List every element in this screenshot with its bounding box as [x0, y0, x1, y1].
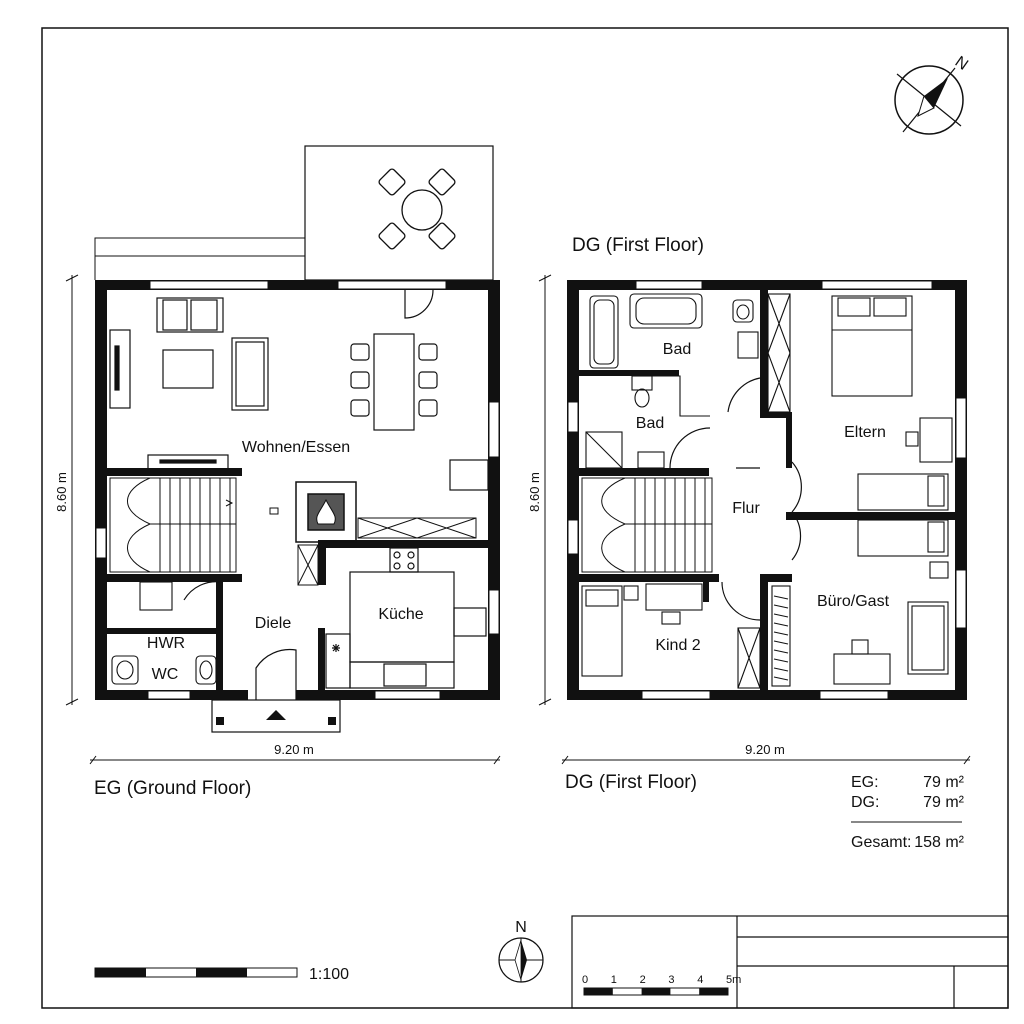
area-dg-value: 79 m² [923, 794, 965, 811]
hanger [773, 667, 789, 672]
title-block [571, 915, 1009, 1009]
kitchen-fittings [325, 547, 487, 689]
first-floor-walls [567, 280, 967, 700]
wardrobe [737, 293, 791, 689]
area-eg-value: 79 m² [923, 774, 965, 791]
first-floor-depth: 8.60 m [527, 472, 542, 512]
fireplace-icon [269, 481, 357, 543]
ground-floor-dimensions [65, 274, 501, 765]
north-label-small: N [515, 919, 527, 936]
ground-floor-plan: Wohnen/Essen Diele Küche HWR WC 8.60 m 9… [54, 145, 501, 799]
ground-floor-depth: 8.60 m [54, 472, 69, 512]
first-floor-title-top: DG (First Floor) [572, 235, 704, 256]
terrace-path [94, 237, 305, 280]
area-total-label: Gesamt: [851, 834, 911, 851]
north-arrow-large-icon: N [894, 53, 971, 135]
sideboard [297, 517, 477, 586]
scale-tick-label: 4 [697, 974, 703, 986]
hanger [773, 604, 789, 609]
first-floor-title: DG (First Floor) [565, 772, 697, 793]
first-floor-stairs [581, 477, 713, 573]
living-furniture [109, 297, 489, 491]
hanger [773, 613, 789, 618]
scale-tick-label: 0 [582, 974, 588, 986]
hanger [773, 640, 789, 645]
first-floor-windows [567, 280, 967, 700]
first-floor-dimensions [538, 274, 971, 765]
bathroom-fittings [585, 293, 759, 469]
terrace-table [378, 168, 456, 250]
scale-bar: 1:100 [94, 966, 349, 983]
hanger [773, 658, 789, 663]
north-label-large: N [952, 53, 971, 74]
room-label-kueche: Küche [378, 606, 423, 623]
first-floor-plan: DG (First Floor) [527, 235, 971, 793]
scale-ratio: 1:100 [309, 966, 349, 983]
north-arrow-small-icon: N [498, 919, 544, 983]
hanger [773, 649, 789, 654]
room-label-flur: Flur [732, 500, 760, 517]
sheet-border [41, 27, 1009, 1009]
hanger [773, 631, 789, 636]
title-block-scale: 0 1 2 3 4 5m [582, 974, 741, 996]
hanger [773, 622, 789, 627]
scale-tick-label: 1 [611, 974, 617, 986]
ground-floor-stairs [109, 477, 237, 573]
room-label-diele: Diele [255, 615, 292, 632]
hanger [773, 676, 789, 681]
room-label-wc: WC [152, 666, 179, 683]
ground-floor-width: 9.20 m [274, 742, 314, 757]
room-label-kind2: Kind 2 [655, 637, 700, 654]
first-floor-width: 9.20 m [745, 742, 785, 757]
entrance-porch [211, 699, 341, 733]
eltern-furniture [831, 295, 953, 511]
area-summary: EG: 79 m² DG: 79 m² Gesamt: 158 m² [851, 774, 965, 851]
scale-tick-label: 3 [668, 974, 674, 986]
area-eg-label: EG: [851, 774, 879, 791]
room-label-eltern: Eltern [844, 424, 886, 441]
terrace [304, 145, 494, 281]
room-label-wohnen: Wohnen/Essen [242, 439, 350, 456]
ground-floor-title: EG (Ground Floor) [94, 778, 251, 799]
kind2-furniture [581, 583, 703, 677]
hanger [773, 595, 789, 600]
area-dg-label: DG: [851, 794, 879, 811]
scale-tick-label: 5m [726, 974, 741, 986]
room-label-bad-1: Bad [663, 341, 691, 358]
room-label-bad-2: Bad [636, 415, 664, 432]
ground-floor-windows [95, 280, 500, 701]
room-label-buero: Büro/Gast [817, 593, 890, 610]
first-floor-doors [669, 377, 802, 621]
buero-furniture [771, 519, 949, 687]
scale-tick-label: 2 [640, 974, 646, 986]
hwr-wc-fittings [111, 581, 217, 685]
ground-floor-doors [183, 289, 434, 700]
area-total-value: 158 m² [914, 834, 964, 851]
room-label-hwr: HWR [147, 635, 185, 652]
